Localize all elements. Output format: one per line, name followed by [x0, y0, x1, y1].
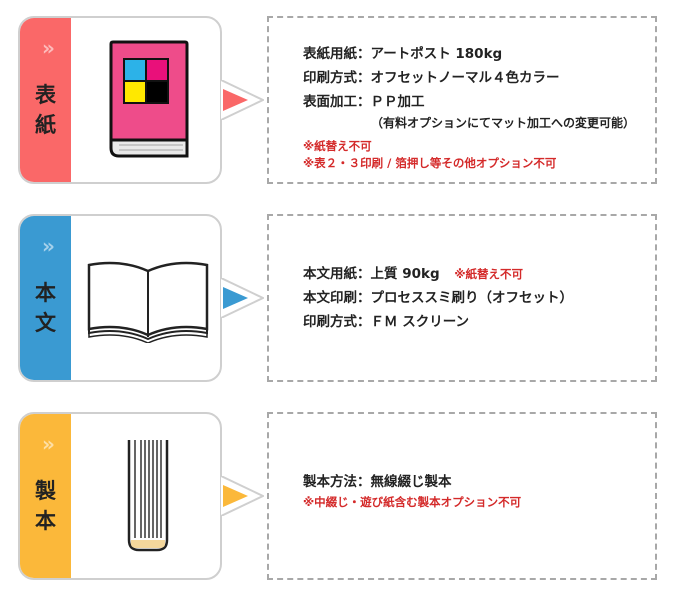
cover-label: 表 紙 [35, 83, 56, 137]
book-spine-icon [78, 420, 218, 572]
pointer-arrow-icon [220, 80, 264, 120]
spec-line: 製本方法：無線綴じ製本 [303, 474, 452, 490]
warning-note: ※中綴じ・遊び紙含む製本オプション不可 [303, 495, 522, 509]
warning-note: ※紙替え不可 [454, 267, 524, 281]
body-tab: » 本 文 [20, 216, 71, 380]
spec-line: 印刷方式：オフセットノーマル４色カラー [303, 70, 560, 86]
pink-book-icon [78, 24, 218, 176]
chevron-icon: » [42, 432, 55, 456]
spec-line: 本文用紙：上質 90kg ※紙替え不可 [303, 266, 524, 282]
body-card: » 本 文 [18, 214, 222, 382]
chevron-icon: » [42, 36, 55, 60]
binding-label: 製 本 [35, 479, 56, 533]
pointer-arrow-icon [220, 476, 264, 516]
cover-spec-box: 表紙用紙：アートポスト 180kg 印刷方式：オフセットノーマル４色カラー 表面… [267, 16, 657, 184]
spec-line: 本文印刷：プロセススミ刷り（オフセット） [303, 290, 573, 306]
chevron-icon: » [42, 234, 55, 258]
spec-line: 表紙用紙：アートポスト 180kg [303, 46, 503, 62]
section-binding: » 製 本 製本方法：無線綴じ製本 ※中綴 [0, 412, 675, 582]
body-spec-box: 本文用紙：上質 90kg ※紙替え不可 本文印刷：プロセススミ刷り（オフセット）… [267, 214, 657, 382]
section-body: » 本 文 本文用紙：上質 90kg ※紙替え不可 本文印刷：プロ [0, 214, 675, 384]
section-cover: » 表 紙 表紙用紙：アートポスト 180kg [0, 16, 675, 186]
cover-card: » 表 紙 [18, 16, 222, 184]
spec-line: 表面加工：ＰＰ加工 [303, 94, 425, 110]
pointer-arrow-icon [220, 278, 264, 318]
warning-note: ※表２・３印刷 / 箔押し等その他オプション不可 [303, 156, 557, 170]
spec-sub-line: （有料オプションにてマット加工への変更可能） [371, 116, 636, 130]
binding-tab: » 製 本 [20, 414, 71, 578]
cover-tab: » 表 紙 [20, 18, 71, 182]
open-book-icon [78, 222, 218, 374]
body-label: 本 文 [35, 281, 56, 335]
binding-spec-box: 製本方法：無線綴じ製本 ※中綴じ・遊び紙含む製本オプション不可 [267, 412, 657, 580]
spec-line: 印刷方式：ＦＭ スクリーン [303, 314, 470, 330]
warning-note: ※紙替え不可 [303, 139, 372, 153]
binding-card: » 製 本 [18, 412, 222, 580]
